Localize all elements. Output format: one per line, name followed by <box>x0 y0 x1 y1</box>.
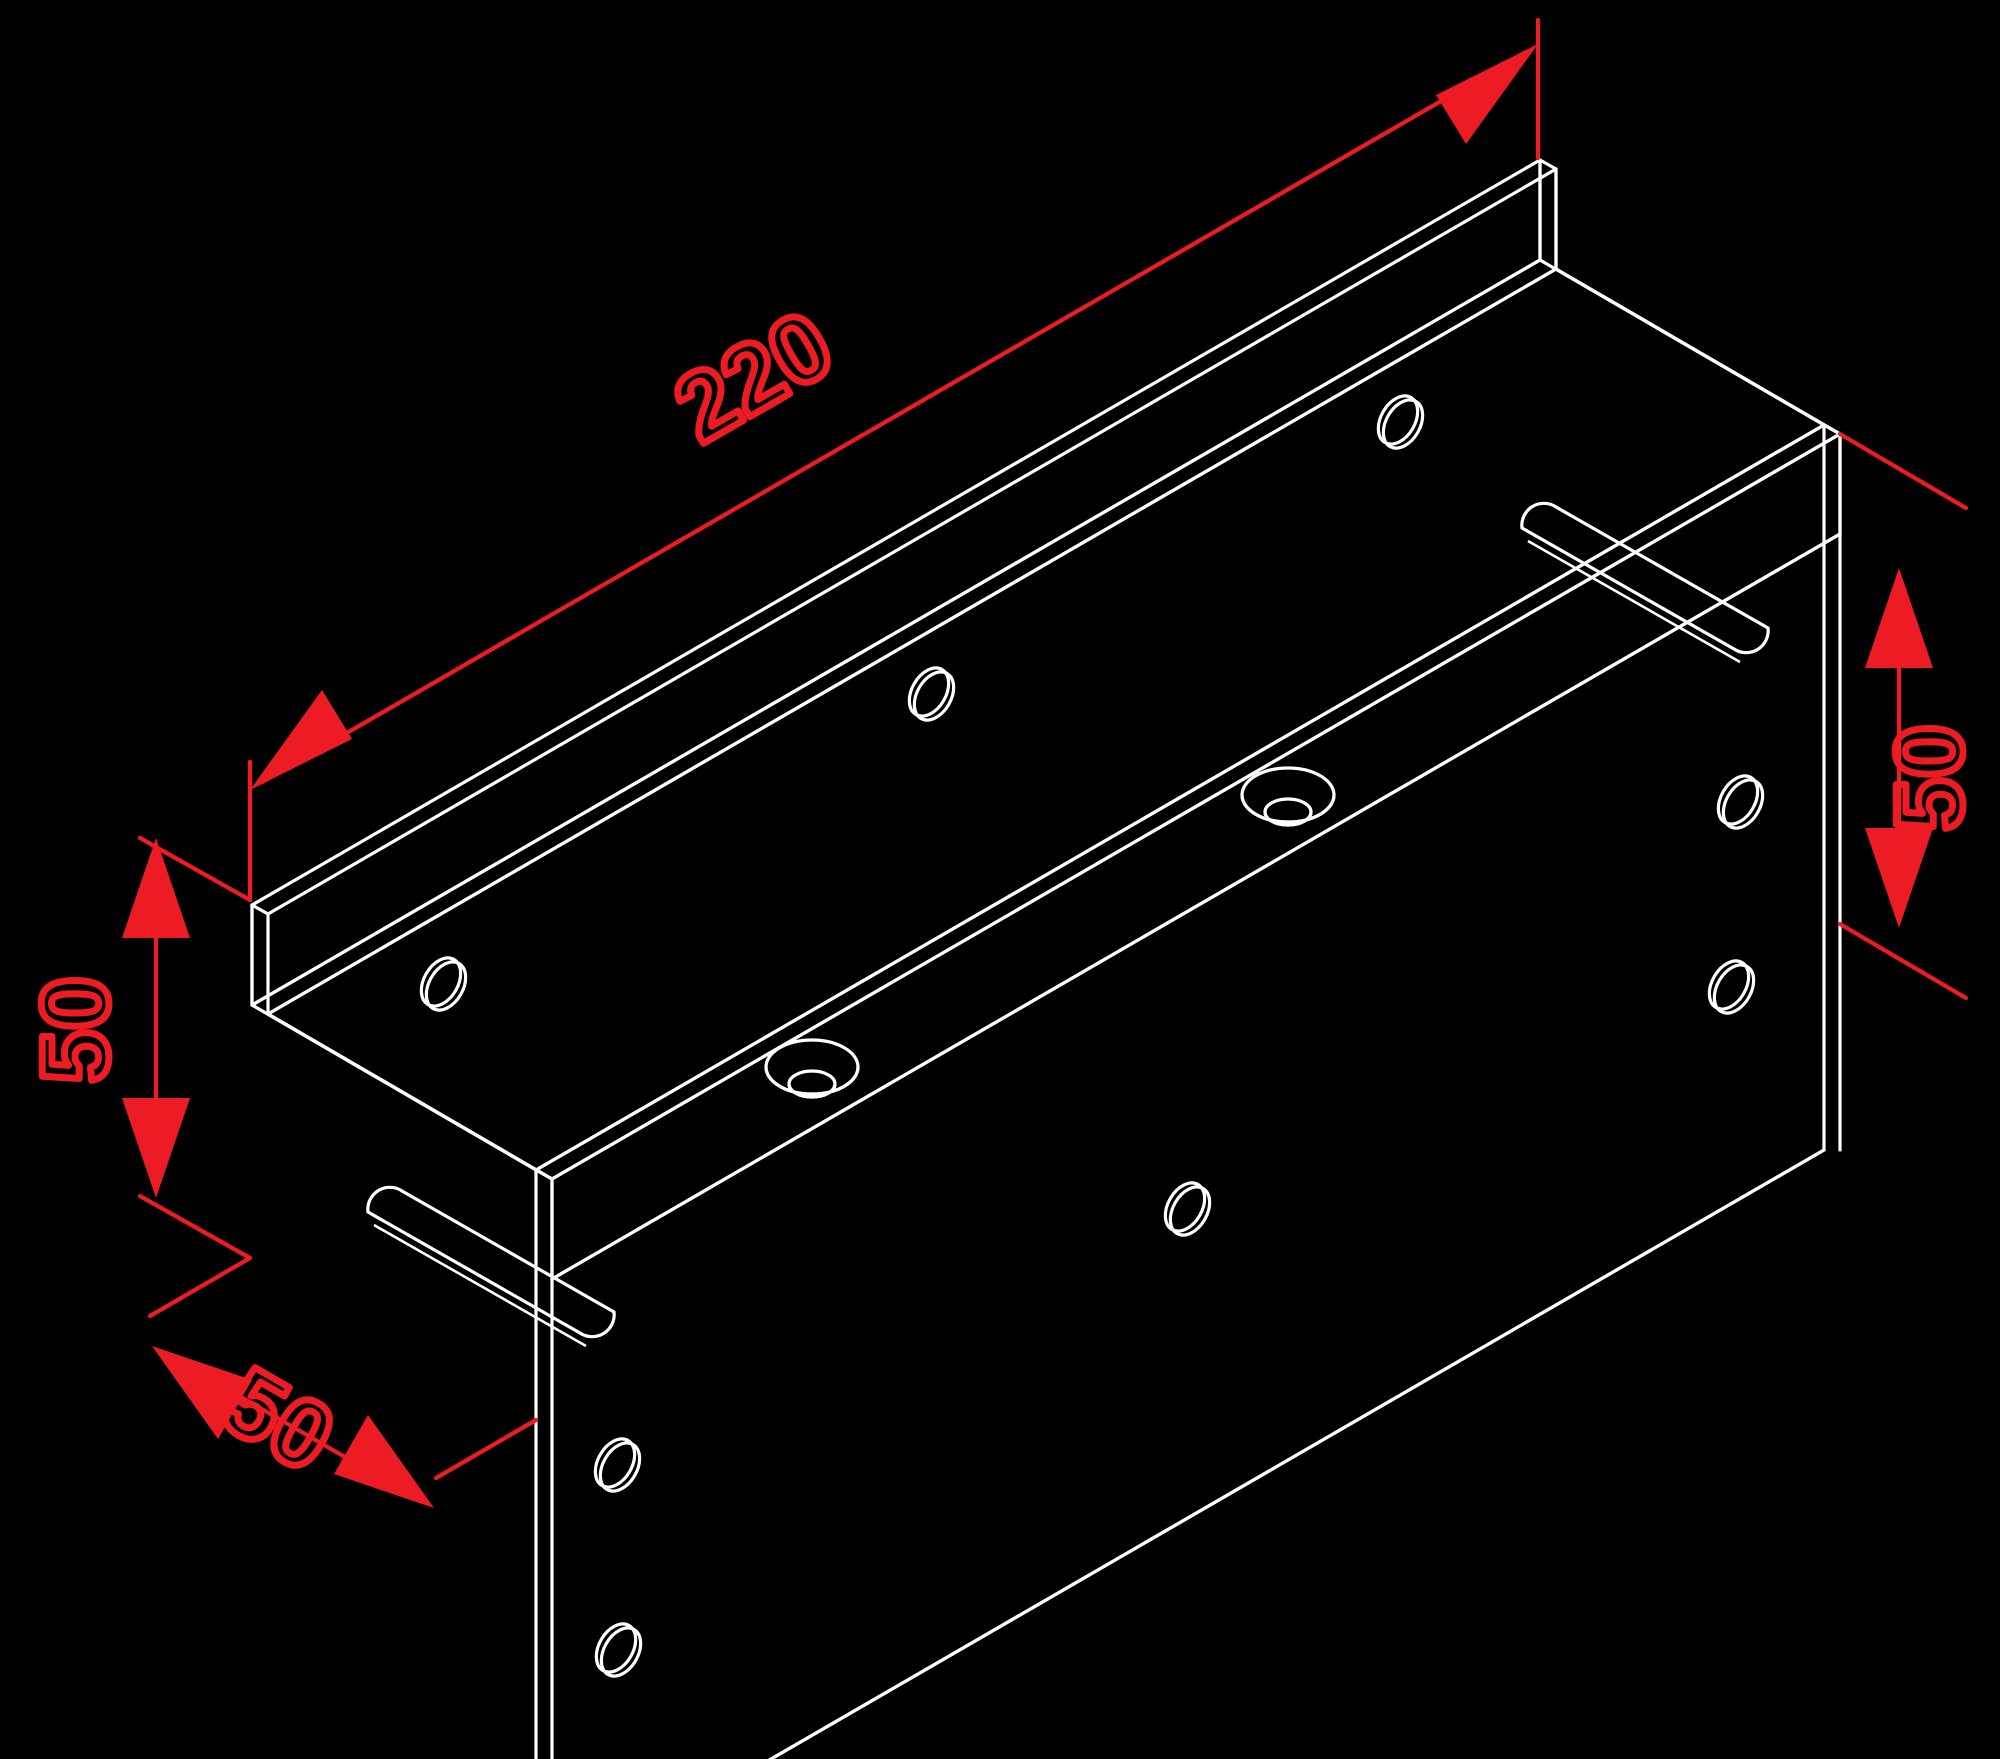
edge-back-flange-cap-left <box>250 903 270 916</box>
arrowhead-length-left <box>250 690 352 790</box>
ext-line-height-right-top <box>1837 431 1969 511</box>
edge-front-flange-outer-bottom <box>767 1148 1826 1759</box>
edge-back-flange-inner-face <box>266 167 1558 1016</box>
dimension-label-length: 220 <box>658 290 850 463</box>
edge-right-end-back <box>1538 258 1826 427</box>
dimension-label-width-bottom: 50 <box>205 1347 351 1493</box>
edge-front-flange-inner <box>550 432 1842 1281</box>
dimension-length-220 <box>247 17 1541 903</box>
ext-line-height-left-bottom <box>137 1193 253 1261</box>
edge-web-bottom-long <box>550 532 1842 1281</box>
hole-top-far-right <box>1376 394 1425 450</box>
feature-holes <box>366 394 1770 1678</box>
hole-top-far-mid <box>907 666 956 722</box>
hole-bottom-face-mid <box>1163 1181 1212 1237</box>
dimension-label-height-right: 50 <box>1876 725 1983 832</box>
edge-left-end-web-face-lower <box>266 1012 554 1181</box>
arrowhead-height-left-top <box>122 838 190 938</box>
hole-right-side-upper <box>1716 774 1765 830</box>
dimension-annotations <box>122 17 1969 1508</box>
ext-line-height-right-bottom <box>1837 921 1969 1001</box>
hole-inner-left <box>419 956 468 1012</box>
arrowhead-height-right-top <box>1865 568 1933 668</box>
edge-front-flange-outer <box>534 423 1826 1759</box>
dim-line-length <box>259 49 1529 785</box>
hole-front-upper <box>593 1437 642 1493</box>
edge-web-top-surface <box>266 267 1842 1181</box>
countersink-upper <box>1240 766 1336 827</box>
edge-back-flange-top-inner <box>266 167 1558 916</box>
arrowhead-height-left-bottom <box>122 1098 190 1198</box>
arrowhead-width-left <box>152 1346 252 1439</box>
arrowhead-length-right <box>1436 44 1538 144</box>
arrowhead-height-right-bottom <box>1865 828 1933 928</box>
bracket-geometry <box>250 158 1842 1759</box>
dimension-height-right-50 <box>1837 431 1969 1001</box>
hole-front-lower <box>594 1622 643 1678</box>
dimension-height-left-50 <box>122 835 253 1261</box>
ext-line-width-right <box>433 1417 539 1481</box>
edge-back-flange-cap-right <box>1538 158 1558 171</box>
countersink-lower <box>764 1038 860 1099</box>
edge-back-flange-outer <box>250 158 1542 1007</box>
dimension-width-bottom-50 <box>147 1255 539 1508</box>
ext-line-width-left <box>147 1255 253 1319</box>
dimension-label-height-left: 50 <box>22 977 129 1084</box>
hole-right-side-lower <box>1707 959 1756 1015</box>
arrowhead-width-right <box>334 1415 434 1508</box>
slot-right-flange <box>1520 501 1770 664</box>
slot-left-flange <box>366 1185 616 1348</box>
edge-back-flange-lower-outer <box>250 258 1542 1007</box>
